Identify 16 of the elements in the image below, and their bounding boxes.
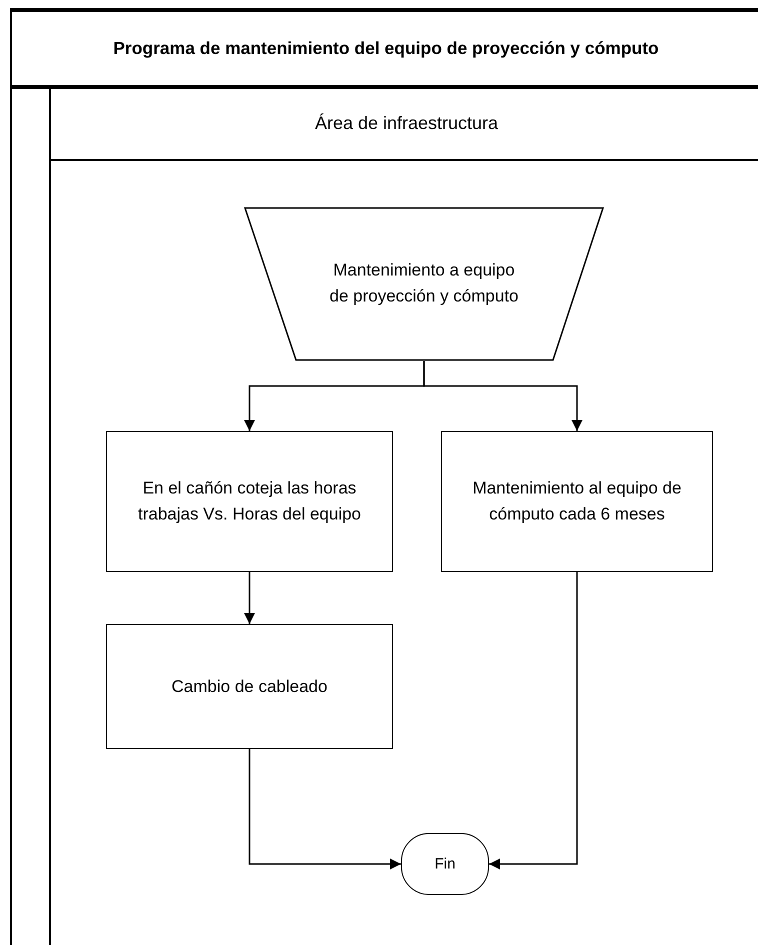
step-text: En el cañón coteja las horas trabajas Vs. Horas del equipo (137, 477, 362, 526)
process-box (106, 431, 393, 572)
manual-operation-trapezoid (244, 207, 604, 361)
arrow (244, 572, 255, 624)
process-box (441, 431, 713, 572)
arrow (423, 361, 582, 431)
step-text: Mantenimiento al equipo de cómputo cada 6 meses (472, 477, 682, 526)
step-text: Cambio de cableado (170, 675, 328, 698)
arrow (489, 572, 578, 870)
lane-title: Área de infraestructura (314, 112, 500, 134)
terminal-shape (401, 833, 489, 895)
arrow (248, 749, 401, 870)
terminal-text: Fin (434, 854, 456, 874)
pool-title: Programa de mantenimiento del equipo de proyección y cómputo (112, 37, 660, 60)
process-box (106, 624, 393, 749)
step-text: Mantenimiento a equipo de proyección y cómputo (328, 260, 520, 308)
